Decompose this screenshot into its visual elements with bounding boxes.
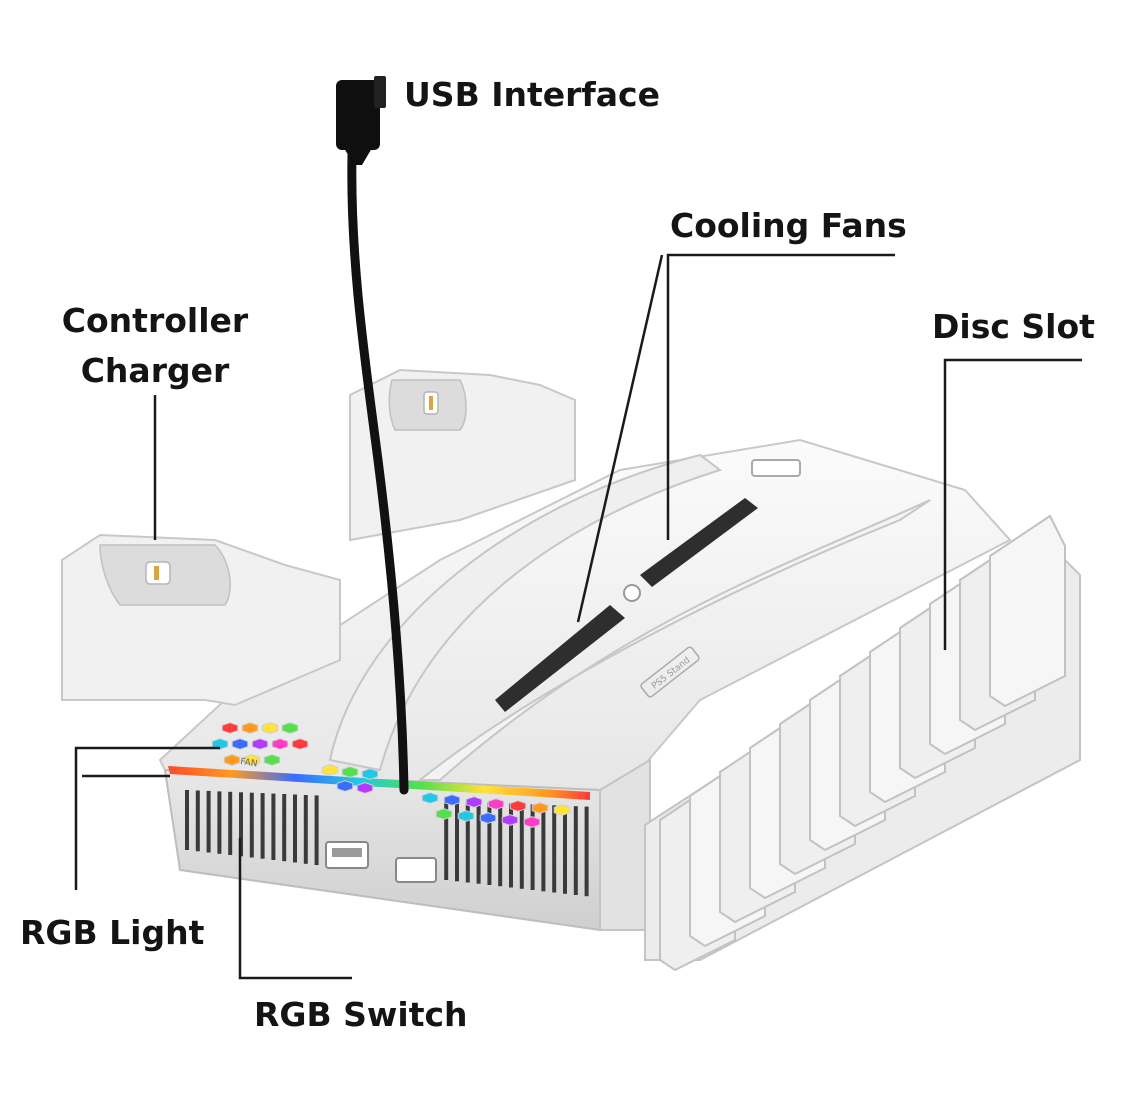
label-cooling-fans: Cooling Fans bbox=[670, 206, 907, 245]
rgb-hex-cell bbox=[211, 738, 229, 750]
front-vents bbox=[185, 790, 589, 897]
vent-slat bbox=[293, 794, 297, 863]
leader-cooling-fans bbox=[666, 253, 895, 540]
disc-slot-rack bbox=[644, 514, 1081, 972]
vent-slat bbox=[239, 792, 243, 857]
controller-charger-back bbox=[349, 368, 576, 542]
leader-rgb-light bbox=[74, 746, 220, 890]
rgb-hex-cell bbox=[263, 754, 281, 766]
rgb-hex-cell bbox=[479, 812, 497, 824]
rgb-hex-cell bbox=[501, 814, 519, 826]
vent-slat bbox=[476, 802, 481, 884]
vent-slat bbox=[455, 801, 459, 882]
rgb-hex-cell bbox=[523, 816, 541, 828]
rgb-hex-cell bbox=[221, 722, 239, 734]
top-notch bbox=[751, 459, 801, 477]
leader-disc-slot bbox=[943, 358, 1082, 650]
rgb-hex-cell bbox=[487, 798, 505, 810]
vent-slat bbox=[465, 801, 470, 883]
vent-slat bbox=[509, 803, 513, 888]
rgb-hex-cell bbox=[251, 738, 269, 750]
rgb-hex-cell bbox=[281, 722, 299, 734]
vent-slat bbox=[487, 802, 492, 885]
rgb-hex-cell bbox=[321, 764, 339, 776]
vent-slat bbox=[303, 795, 308, 864]
label-usb-interface: USB Interface bbox=[404, 75, 660, 114]
rgb-hex-cell bbox=[553, 804, 571, 816]
rgb-honeycomb bbox=[211, 722, 571, 828]
fan-slot-front bbox=[495, 605, 625, 712]
rgb-hex-cell bbox=[465, 796, 483, 808]
leader-cooling-fans-2 bbox=[576, 254, 664, 623]
leader-rgb-switch bbox=[238, 838, 352, 980]
rgb-hex-cell bbox=[261, 722, 279, 734]
vent-slat bbox=[519, 804, 524, 889]
rgb-switch-button-icon bbox=[395, 857, 437, 883]
label-controller-charger-line2: Charger bbox=[80, 351, 230, 390]
rgb-hex-cell bbox=[271, 738, 289, 750]
rgb-hex-cell bbox=[231, 738, 249, 750]
rgb-hex-cell bbox=[223, 754, 241, 766]
rgb-hex-cell bbox=[336, 780, 354, 792]
rgb-hex-cell bbox=[361, 768, 379, 780]
vent-slat bbox=[552, 805, 557, 893]
base-right-face bbox=[599, 758, 651, 931]
rgb-hex-cell bbox=[421, 792, 439, 804]
label-rgb-switch: RGB Switch bbox=[254, 995, 468, 1034]
rgb-hex-cell bbox=[457, 810, 475, 822]
rgb-hex-cell bbox=[241, 722, 259, 734]
screw-hole bbox=[623, 584, 641, 602]
vent-slat bbox=[563, 805, 567, 894]
vent-slat bbox=[584, 806, 589, 897]
rgb-hex-cell bbox=[435, 808, 453, 820]
rgb-light-strip bbox=[168, 766, 590, 800]
rgb-hex-cell bbox=[341, 766, 359, 778]
label-rgb-light: RGB Light bbox=[20, 913, 205, 952]
usb-port-icon bbox=[325, 841, 369, 869]
vent-slat bbox=[530, 804, 535, 890]
rgb-hex-cell bbox=[356, 782, 374, 794]
disc-slot-divider bbox=[989, 514, 1066, 708]
leader-lines bbox=[74, 253, 1082, 980]
rgb-hex-cell bbox=[509, 800, 527, 812]
vent-slat bbox=[185, 790, 189, 850]
controller-charger-front bbox=[61, 533, 341, 707]
vent-slat bbox=[271, 793, 276, 860]
vent-slat bbox=[498, 803, 503, 887]
usb-plug-icon bbox=[336, 80, 380, 150]
rgb-hex-cell bbox=[291, 738, 309, 750]
vent-slat bbox=[228, 791, 233, 855]
label-controller-charger-line1: Controller bbox=[61, 301, 249, 340]
label-disc-slot: Disc Slot bbox=[932, 307, 1095, 346]
vent-slat bbox=[314, 795, 319, 865]
vent-slat bbox=[217, 791, 222, 854]
fan-text: FAN bbox=[240, 757, 258, 769]
usb-cable bbox=[336, 76, 409, 795]
vent-slat bbox=[195, 790, 200, 852]
vent-slat bbox=[541, 804, 546, 892]
vent-slat bbox=[260, 793, 265, 859]
vent-slat bbox=[206, 790, 211, 853]
vent-slat bbox=[282, 794, 287, 862]
vent-slat bbox=[444, 800, 449, 880]
rgb-hex-cell bbox=[443, 794, 461, 806]
rgb-hex-cell bbox=[531, 802, 549, 814]
rgb-hex-cell bbox=[243, 754, 261, 766]
vent-slat bbox=[249, 792, 254, 858]
fan-slot-back bbox=[640, 498, 758, 587]
vent-slat bbox=[573, 806, 578, 895]
